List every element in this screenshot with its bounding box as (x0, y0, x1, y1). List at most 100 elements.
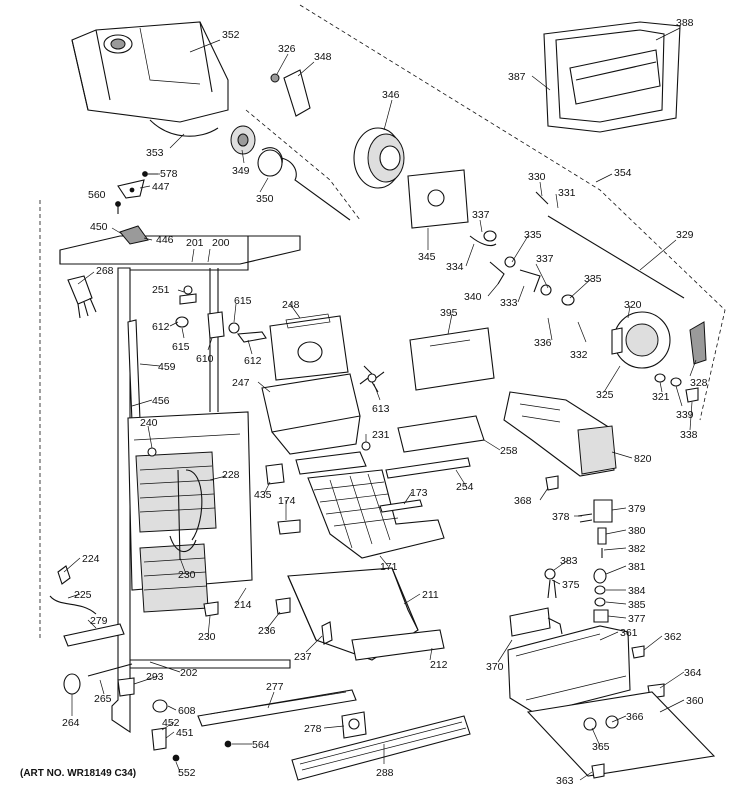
rod-329 (547, 215, 685, 299)
dashed-zone-lines (39, 4, 726, 640)
rail-279 (63, 623, 125, 647)
label-225: 225 (74, 589, 92, 601)
label-368: 368 (514, 495, 532, 507)
label-338: 338 (680, 429, 698, 441)
label-615b: 615 (172, 341, 190, 353)
label-388: 388 (676, 17, 694, 29)
bracket-447 (117, 179, 145, 199)
label-350: 350 (256, 193, 274, 205)
switch-610 (207, 311, 225, 339)
valve-378 (577, 513, 593, 523)
label-254: 254 (456, 481, 474, 493)
label-265: 265 (94, 693, 112, 705)
label-447: 447 (152, 181, 170, 193)
label-377: 377 (628, 613, 646, 625)
label-382: 382 (628, 543, 646, 555)
label-237: 237 (294, 651, 312, 663)
label-332: 332 (570, 349, 588, 361)
clip-615a (175, 316, 189, 328)
hinge-pin-265 (87, 663, 133, 677)
thermostat-251 (179, 285, 197, 305)
label-333: 333 (500, 297, 518, 309)
label-202: 202 (180, 667, 198, 679)
label-364: 364 (684, 667, 702, 679)
label-330: 330 (528, 171, 546, 183)
label-277: 277 (266, 681, 284, 693)
label-384: 384 (628, 585, 646, 597)
label-365: 365 (592, 741, 610, 753)
label-450: 450 (90, 221, 108, 233)
label-608: 608 (178, 705, 196, 717)
fan-613 (359, 365, 385, 393)
label-381: 381 (628, 561, 646, 573)
label-615a: 615 (234, 295, 252, 307)
label-248: 248 (282, 299, 300, 311)
label-230a: 230 (178, 569, 196, 581)
valve-379 (593, 499, 613, 523)
label-329: 329 (676, 229, 694, 241)
label-452: 452 (162, 717, 180, 729)
light-socket-268 (67, 275, 97, 319)
label-337a: 337 (472, 209, 490, 221)
capacitor-370 (509, 607, 563, 637)
label-379: 379 (628, 503, 646, 515)
slide-174 (277, 519, 301, 535)
clip-368 (545, 475, 559, 491)
screw-564 (224, 740, 232, 748)
drain-230a (169, 535, 197, 553)
cabinet-frame (59, 235, 301, 734)
cover-328 (689, 321, 707, 365)
evaporator-coil (135, 451, 217, 613)
label-278: 278 (304, 723, 322, 735)
linkage-parts (469, 230, 575, 306)
clip-236 (275, 597, 291, 615)
label-363: 363 (556, 775, 574, 787)
label-228: 228 (222, 469, 240, 481)
label-171: 171 (380, 561, 398, 573)
spring-330 (535, 191, 549, 205)
label-336: 336 (534, 337, 552, 349)
part-labels: 352 326 348 346 388 387 578 447 560 353 … (62, 17, 708, 787)
label-610: 610 (196, 353, 214, 365)
cover-395 (409, 327, 495, 391)
label-334: 334 (446, 261, 464, 273)
cover-plate (295, 451, 367, 475)
label-353: 353 (146, 147, 164, 159)
machine-compartment (507, 625, 631, 715)
label-288: 288 (376, 767, 394, 779)
sensor-240 (147, 447, 157, 457)
foot-278 (341, 711, 367, 739)
label-247: 247 (232, 377, 250, 389)
label-214: 214 (234, 599, 252, 611)
screw-552 (172, 754, 180, 762)
label-456: 456 (152, 395, 170, 407)
label-279: 279 (90, 615, 108, 627)
label-251: 251 (152, 284, 170, 296)
leveler-451 (151, 727, 167, 751)
valve-parts-380-385 (593, 527, 609, 623)
screw-560 (115, 201, 121, 214)
label-326: 326 (278, 43, 296, 55)
clip-231 (361, 441, 371, 451)
small-clip-326 (270, 73, 280, 83)
label-820: 820 (634, 453, 652, 465)
label-201: 201 (186, 237, 204, 249)
rail-254 (385, 457, 471, 479)
wire-383-375 (544, 568, 557, 599)
label-230b: 230 (198, 631, 216, 643)
clip-339 (670, 377, 682, 387)
label-346: 346 (382, 89, 400, 101)
label-339: 339 (676, 409, 694, 421)
leader-lines (63, 27, 697, 781)
label-378: 378 (552, 511, 570, 523)
label-200: 200 (212, 237, 230, 249)
shield-348 (283, 69, 311, 117)
bracket-230b (203, 601, 219, 617)
label-340: 340 (464, 291, 482, 303)
label-173: 173 (410, 487, 428, 499)
art-number-caption: (ART NO. WR18149 C34) (20, 768, 136, 779)
grille-288 (291, 715, 471, 781)
auger-assembly (230, 125, 351, 221)
motor-346 (353, 127, 405, 189)
